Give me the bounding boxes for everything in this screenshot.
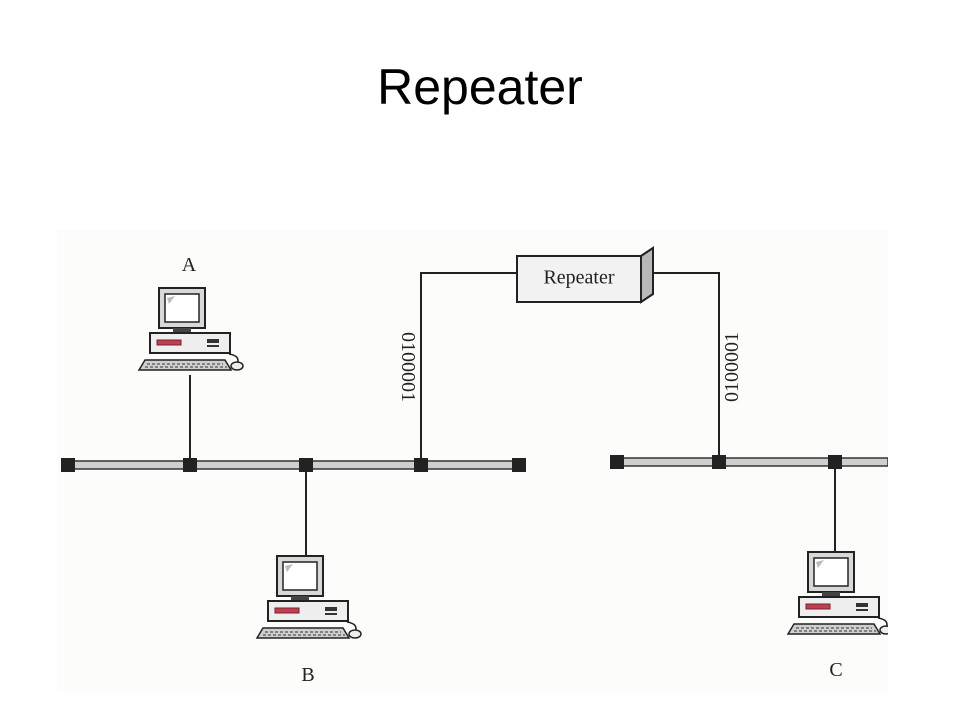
computer-a-icon [138,287,244,371]
slide-title: Repeater [377,59,583,115]
right-signal-bits: 0100001 [721,332,743,402]
left-bus-cable [68,460,520,470]
network-diagram: Repeater 0100001 0100001 A B C [61,246,888,686]
computer-b-icon [256,555,362,639]
station-label-c: C [829,659,842,681]
tap-repeater-left [414,458,428,472]
left-bus-end-terminator [512,458,526,472]
left-bus-terminator [61,458,75,472]
left-signal-bits: 0100001 [397,332,419,402]
station-label-a: A [182,254,197,276]
tap-b [299,458,313,472]
repeater-link-right [649,272,720,458]
repeater-device: Repeater [516,246,654,304]
tap-c [828,455,842,469]
right-bus-terminator [610,455,624,469]
station-label-b: B [301,664,314,686]
right-bus-cable [616,457,888,467]
network-figure: Repeater 0100001 0100001 A B C [57,230,888,692]
computer-c-icon [787,551,888,635]
repeater-link-left [420,272,517,460]
tap-a [183,458,197,472]
repeater-label: Repeater [543,267,614,289]
tap-repeater-right [712,455,726,469]
